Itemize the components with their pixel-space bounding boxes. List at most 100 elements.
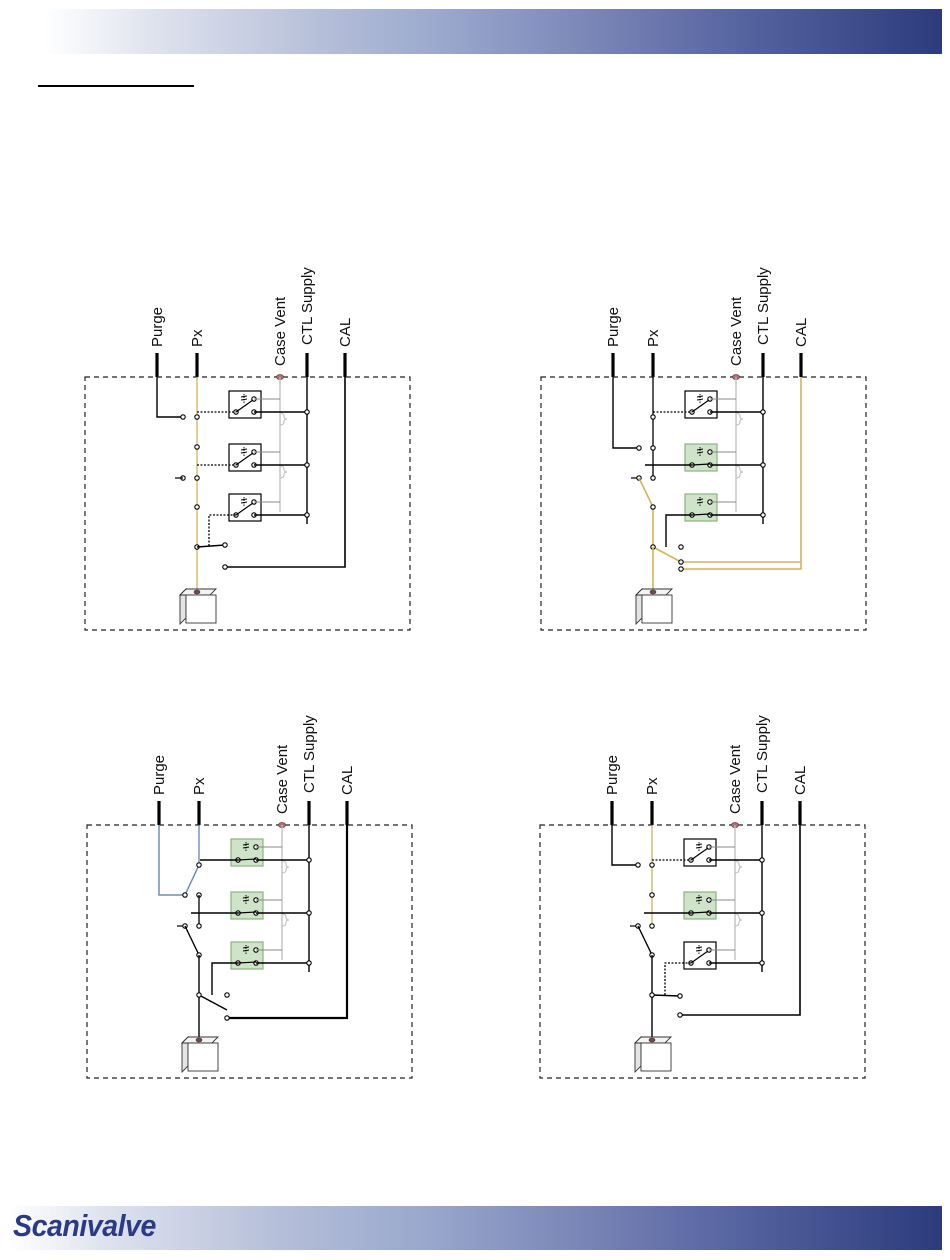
relay-contact-closed — [691, 513, 711, 516]
relay-coil-icon — [240, 451, 248, 454]
cal-line — [681, 377, 802, 570]
relay-deenergized — [684, 390, 718, 419]
relay-coil-icon — [242, 843, 250, 846]
valve-lever — [637, 925, 653, 956]
px-valve-node — [649, 992, 655, 998]
px-valve-node — [196, 992, 202, 998]
relay-coil-icon — [696, 448, 704, 451]
px-valve-node — [194, 444, 200, 450]
relay-deenergized — [228, 493, 262, 522]
ctl-junction-node — [306, 910, 312, 916]
relay-contact-open — [690, 847, 709, 861]
case-vent-port-label: Case Vent — [274, 744, 291, 814]
cal-port-label: CAL — [337, 318, 354, 347]
ctl-junction-node — [759, 857, 765, 863]
relay-coil-icon — [695, 949, 703, 952]
ctl-junction-node — [760, 462, 766, 468]
purge-line — [611, 825, 638, 866]
vent-valve-node — [677, 993, 683, 999]
relay-energized — [230, 891, 264, 920]
relay-coil-icon — [240, 498, 248, 501]
cal-valve-node — [222, 564, 228, 570]
wire-crossover — [281, 860, 290, 874]
px-valve-node — [649, 923, 655, 929]
relay-energized — [684, 493, 718, 522]
relay-contact-closed — [237, 911, 257, 914]
ctl-supply-port-label: CTL Supply — [755, 267, 772, 345]
ctl-junction-node — [304, 512, 310, 518]
valve-lever — [198, 994, 228, 1011]
relay-contact-closed — [691, 463, 711, 466]
relay-contact-open — [690, 950, 709, 964]
pilot-line — [211, 962, 238, 995]
cal-valve-node — [678, 566, 684, 572]
wire-crossover — [735, 465, 744, 479]
relay-contact-open — [691, 399, 710, 413]
purge-port-label: Purge — [151, 755, 168, 795]
relay-coil-icon — [695, 896, 703, 899]
transducer-front — [187, 1042, 219, 1072]
module-enclosure — [84, 376, 411, 631]
relay-coil-icon — [240, 398, 248, 401]
cal-active-path — [638, 477, 801, 563]
cal-line — [680, 825, 801, 1016]
px-valve-node — [649, 892, 655, 898]
cal-line — [225, 377, 346, 568]
wire-crossover — [281, 913, 290, 927]
px-port-label: Px — [644, 777, 661, 795]
wire-crossover — [735, 412, 744, 426]
px-valve-node — [650, 414, 656, 420]
relay-coil-icon — [696, 451, 704, 454]
purge-valve-node — [635, 862, 641, 868]
wire-crossover — [734, 913, 743, 927]
px-valve-node — [649, 862, 655, 868]
px-valve-node — [196, 923, 202, 929]
purge-active-path — [158, 825, 200, 896]
purge-line — [156, 377, 183, 418]
cal-valve-node — [224, 1015, 230, 1021]
px-port-label: Px — [645, 329, 662, 347]
module-enclosure — [539, 824, 866, 1079]
relay-coil-icon — [696, 398, 704, 401]
relay-coil-icon — [696, 501, 704, 504]
pilot-line — [664, 962, 691, 995]
purge-port-label: Purge — [149, 307, 166, 347]
transducer-port — [195, 1037, 203, 1043]
px-valve-node — [650, 504, 656, 510]
purge-port-label: Purge — [605, 307, 622, 347]
pilot-line — [665, 514, 692, 547]
scanivalve-logo: Scanivalve — [13, 1208, 156, 1243]
px-valve-node — [194, 475, 200, 481]
purge-port-label: Purge — [604, 755, 621, 795]
relay-energized — [230, 838, 264, 867]
module-enclosure — [540, 376, 867, 631]
relay-contact-open — [235, 399, 254, 413]
cal-port-label: CAL — [793, 318, 810, 347]
px-valve-node — [194, 414, 200, 420]
transducer-port — [649, 589, 657, 595]
relay-coil-icon — [240, 501, 248, 504]
relay-coil-icon — [695, 843, 703, 846]
px-valve-node — [196, 862, 202, 868]
relay-contact-open — [235, 452, 254, 466]
ctl-junction-node — [759, 910, 765, 916]
relay-coil-icon — [242, 899, 250, 902]
relay-deenergized — [683, 838, 717, 867]
ctl-supply-port-label: CTL Supply — [299, 267, 316, 345]
section-title-underline — [38, 85, 194, 87]
valve-lever — [196, 544, 226, 548]
vent-valve-node — [224, 992, 230, 998]
relay-coil-icon — [695, 946, 703, 949]
relay-deenergized — [228, 443, 262, 472]
case-vent-port-label: Case Vent — [728, 296, 745, 366]
wire-crossover — [279, 465, 288, 479]
relay-deenergized — [228, 390, 262, 419]
relay-energized — [683, 891, 717, 920]
valve-lever — [184, 925, 200, 956]
relay-coil-icon — [242, 896, 250, 899]
